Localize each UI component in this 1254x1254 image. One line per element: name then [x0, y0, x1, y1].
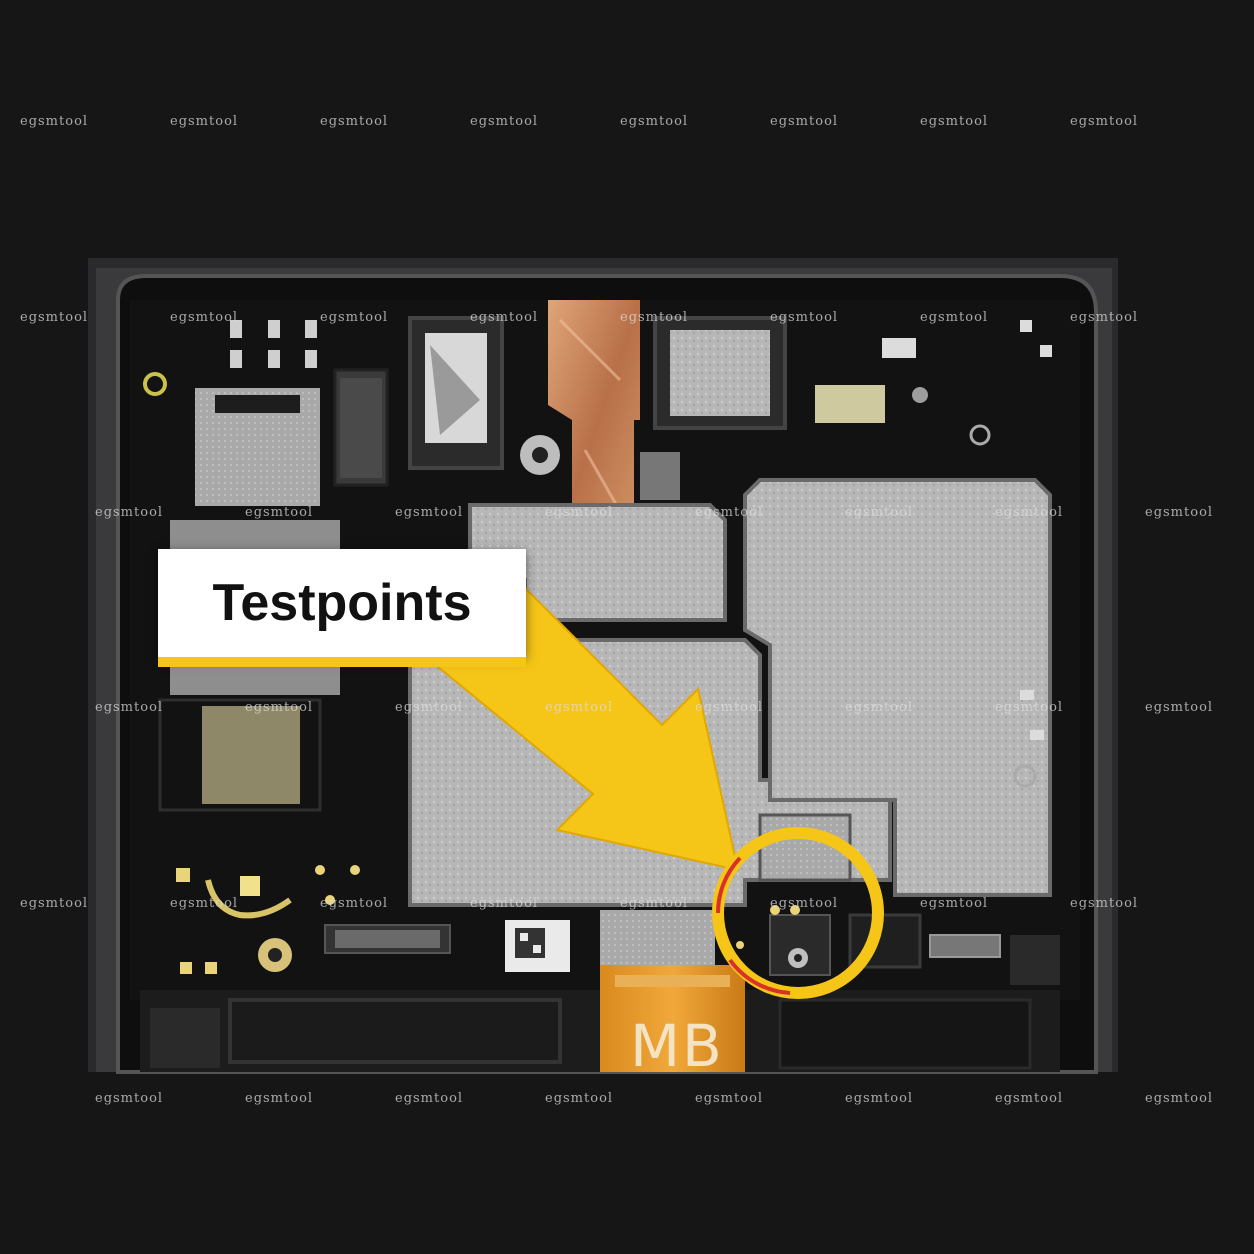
watermark-text: egsmtool	[695, 700, 764, 715]
watermark-text: egsmtool	[620, 310, 689, 325]
watermark-text: egsmtool	[545, 505, 614, 520]
watermark-text: egsmtool	[995, 700, 1064, 715]
watermark-text: egsmtool	[920, 114, 989, 129]
watermark-text: egsmtool	[395, 700, 464, 715]
watermark-text: egsmtool	[1070, 310, 1139, 325]
flex-cable	[600, 965, 745, 1072]
watermark-text: egsmtool	[1145, 505, 1214, 520]
watermark-text: egsmtool	[920, 896, 989, 911]
watermark-text: egsmtool	[695, 1091, 764, 1106]
watermark-text: egsmtool	[95, 505, 164, 520]
watermark-text: egsmtool	[620, 896, 689, 911]
watermark-text: egsmtool	[20, 310, 89, 325]
watermark-text: egsmtool	[245, 1091, 314, 1106]
watermark-text: egsmtool	[95, 1091, 164, 1106]
right-components	[848, 690, 1060, 985]
watermark-text: egsmtool	[395, 505, 464, 520]
watermark-text: egsmtool	[1070, 114, 1139, 129]
watermark-text: egsmtool	[920, 310, 989, 325]
watermark-text: egsmtool	[1145, 700, 1214, 715]
watermark-text: egsmtool	[545, 700, 614, 715]
top-components	[230, 316, 1052, 500]
watermark-text: egsmtool	[320, 310, 389, 325]
watermark-text: egsmtool	[545, 1091, 614, 1106]
watermark-text: egsmtool	[1070, 896, 1139, 911]
watermark-text: egsmtool	[770, 114, 839, 129]
watermark-text: egsmtool	[320, 896, 389, 911]
callout-box	[158, 549, 526, 657]
callout-accent-bar	[158, 657, 526, 667]
watermark-text: egsmtool	[620, 114, 689, 129]
qr-sticker	[505, 920, 570, 972]
bottom-connectors	[150, 998, 1032, 1070]
watermark-text: egsmtool	[995, 1091, 1064, 1106]
watermark-text: egsmtool	[170, 896, 239, 911]
board-label: MB	[630, 1012, 724, 1080]
watermark-text: egsmtool	[245, 700, 314, 715]
watermark-text: egsmtool	[470, 310, 539, 325]
copper-tape	[548, 300, 640, 568]
watermark-text: egsmtool	[320, 114, 389, 129]
testpoint-area	[736, 905, 831, 976]
watermark-text: egsmtool	[1145, 1091, 1214, 1106]
watermark-text: egsmtool	[395, 1091, 464, 1106]
watermark-text: egsmtool	[770, 310, 839, 325]
watermark-text: egsmtool	[20, 896, 89, 911]
watermark-text: egsmtool	[20, 114, 89, 129]
watermark-text: egsmtool	[845, 700, 914, 715]
watermark-text: egsmtool	[845, 1091, 914, 1106]
watermark-text: egsmtool	[695, 505, 764, 520]
watermark-text: egsmtool	[470, 896, 539, 911]
watermark-text: egsmtool	[845, 505, 914, 520]
highlight-ring-icon	[712, 827, 884, 999]
watermark-text: egsmtool	[770, 896, 839, 911]
watermark-text: egsmtool	[995, 505, 1064, 520]
callout-label: Testpoints	[212, 574, 472, 632]
watermark-text: egsmtool	[95, 700, 164, 715]
watermark-text: egsmtool	[170, 310, 239, 325]
watermark-text: egsmtool	[470, 114, 539, 129]
watermark-text: egsmtool	[245, 505, 314, 520]
watermark-text: egsmtool	[170, 114, 239, 129]
